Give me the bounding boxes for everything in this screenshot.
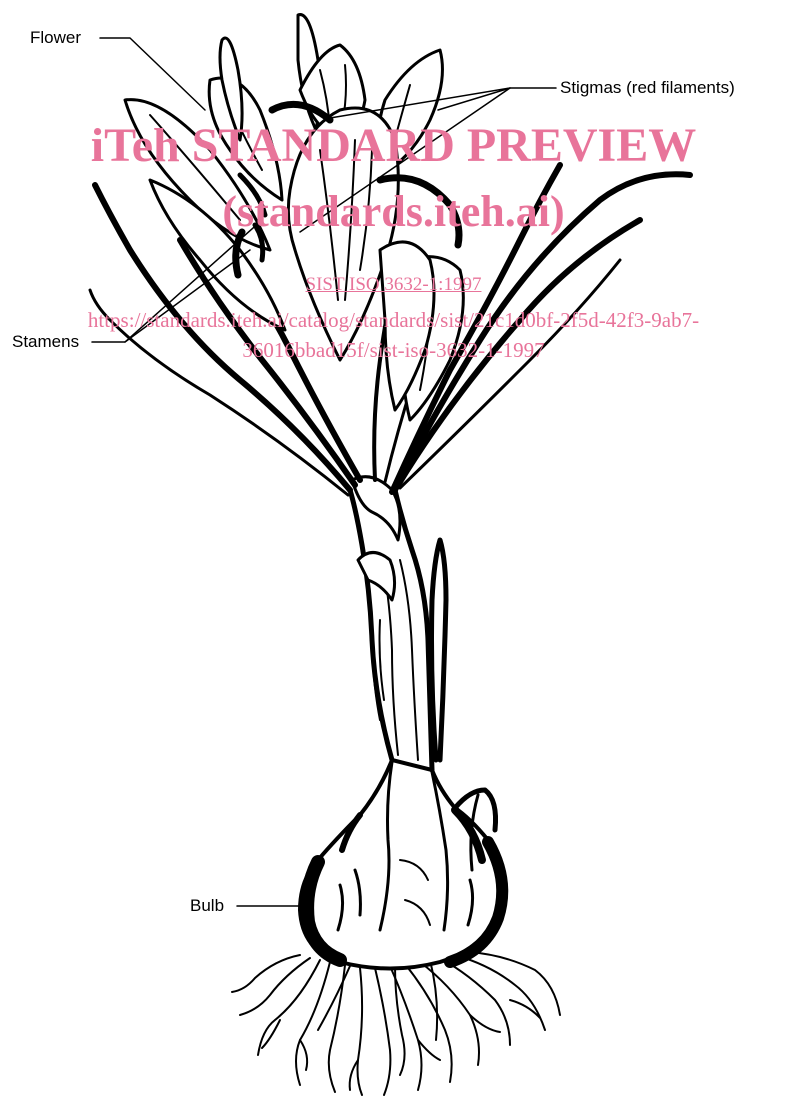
watermark-subtitle: (standards.iteh.ai) <box>0 186 787 237</box>
label-bulb: Bulb <box>190 896 224 916</box>
roots <box>232 952 560 1095</box>
stem <box>350 477 446 770</box>
watermark-title: iTeh STANDARD PREVIEW <box>0 118 787 173</box>
watermark-url-line2[interactable]: 36016bbad15f/sist-iso-3632-1-1997 <box>0 338 787 363</box>
label-flower: Flower <box>30 28 81 48</box>
bulb-shape <box>300 760 503 969</box>
label-stigmas: Stigmas (red filaments) <box>560 78 735 98</box>
watermark-url-line1[interactable]: https://standards.iteh.ai/catalog/standa… <box>0 308 787 333</box>
watermark-doc-id[interactable]: SIST ISO 3632-1:1997 <box>0 274 787 296</box>
flower-leader <box>100 38 205 110</box>
